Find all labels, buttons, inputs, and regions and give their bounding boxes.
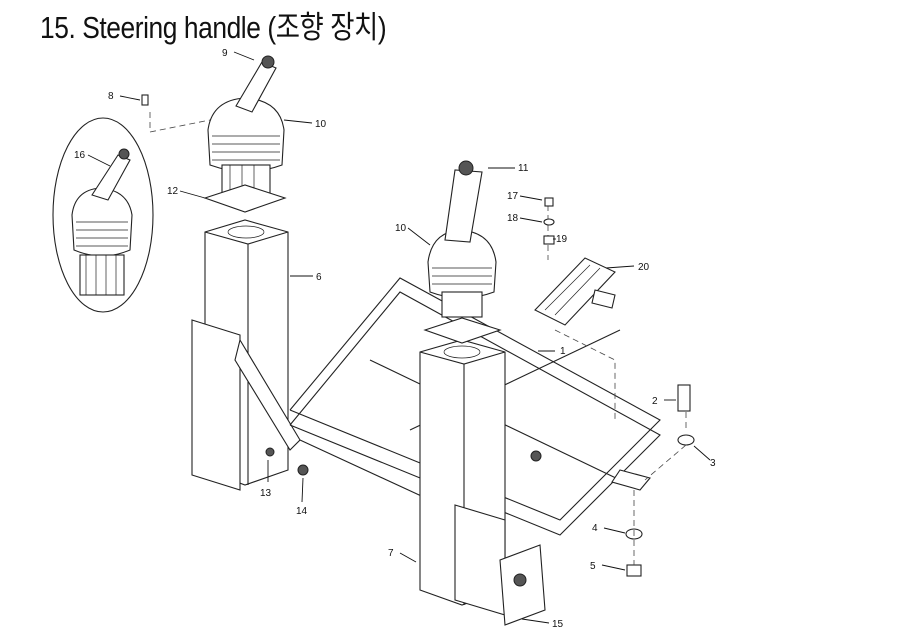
callout-label-13: 13 — [260, 488, 272, 499]
callout-label-19: 19 — [556, 234, 568, 245]
callout-label-20: 20 — [638, 262, 650, 273]
callout-label-10: 10 — [315, 119, 327, 130]
callout-label-7: 7 — [388, 548, 394, 559]
callout-label-1: 1 — [560, 346, 566, 357]
callout-label-15: 15 — [552, 619, 564, 630]
callout-label-14: 14 — [296, 506, 308, 517]
callout-leader-line — [519, 217, 543, 223]
callout-label-5: 5 — [590, 561, 596, 572]
page-title: 15. Steering handle (조향 장치) — [40, 10, 387, 45]
left-joystick — [207, 55, 285, 196]
callout-label-16: 16 — [74, 150, 86, 161]
callout-leader-line — [521, 618, 550, 624]
callout-label-18: 18 — [507, 213, 519, 224]
callout-label-4: 4 — [592, 523, 598, 534]
callout-leader-line — [233, 51, 255, 61]
callout-leader-line — [407, 227, 431, 246]
callout-label-9: 9 — [222, 48, 228, 59]
callout-leader-line — [87, 154, 111, 167]
callout-leader-line — [119, 95, 141, 101]
callout-label-12: 12 — [167, 186, 179, 197]
callout-leader-line — [399, 552, 417, 563]
inset-joystick — [71, 148, 133, 296]
callout-label-17: 17 — [507, 191, 519, 202]
callout-leader-line — [603, 527, 626, 534]
pedal — [534, 257, 616, 326]
callout-leader-line — [283, 119, 313, 124]
callout-label-10: 10 — [395, 223, 407, 234]
callout-label-6: 6 — [316, 272, 322, 283]
mounting-plate — [203, 184, 287, 213]
callout-leader-line — [601, 564, 626, 571]
callout-leader-line — [605, 265, 635, 269]
callout-leader-line — [179, 190, 206, 199]
right-pillar — [419, 339, 546, 626]
callout-label-8: 8 — [108, 91, 114, 102]
callout-leader-line — [301, 477, 304, 503]
right-joystick — [427, 160, 497, 318]
detail-inset-ellipse — [52, 117, 154, 313]
callout-leader-line — [693, 445, 711, 461]
left-pillar — [191, 219, 309, 491]
callout-label-3: 3 — [710, 458, 716, 469]
callout-leader-line — [519, 195, 543, 201]
callout-label-2: 2 — [652, 396, 658, 407]
callout-label-11: 11 — [518, 163, 529, 174]
